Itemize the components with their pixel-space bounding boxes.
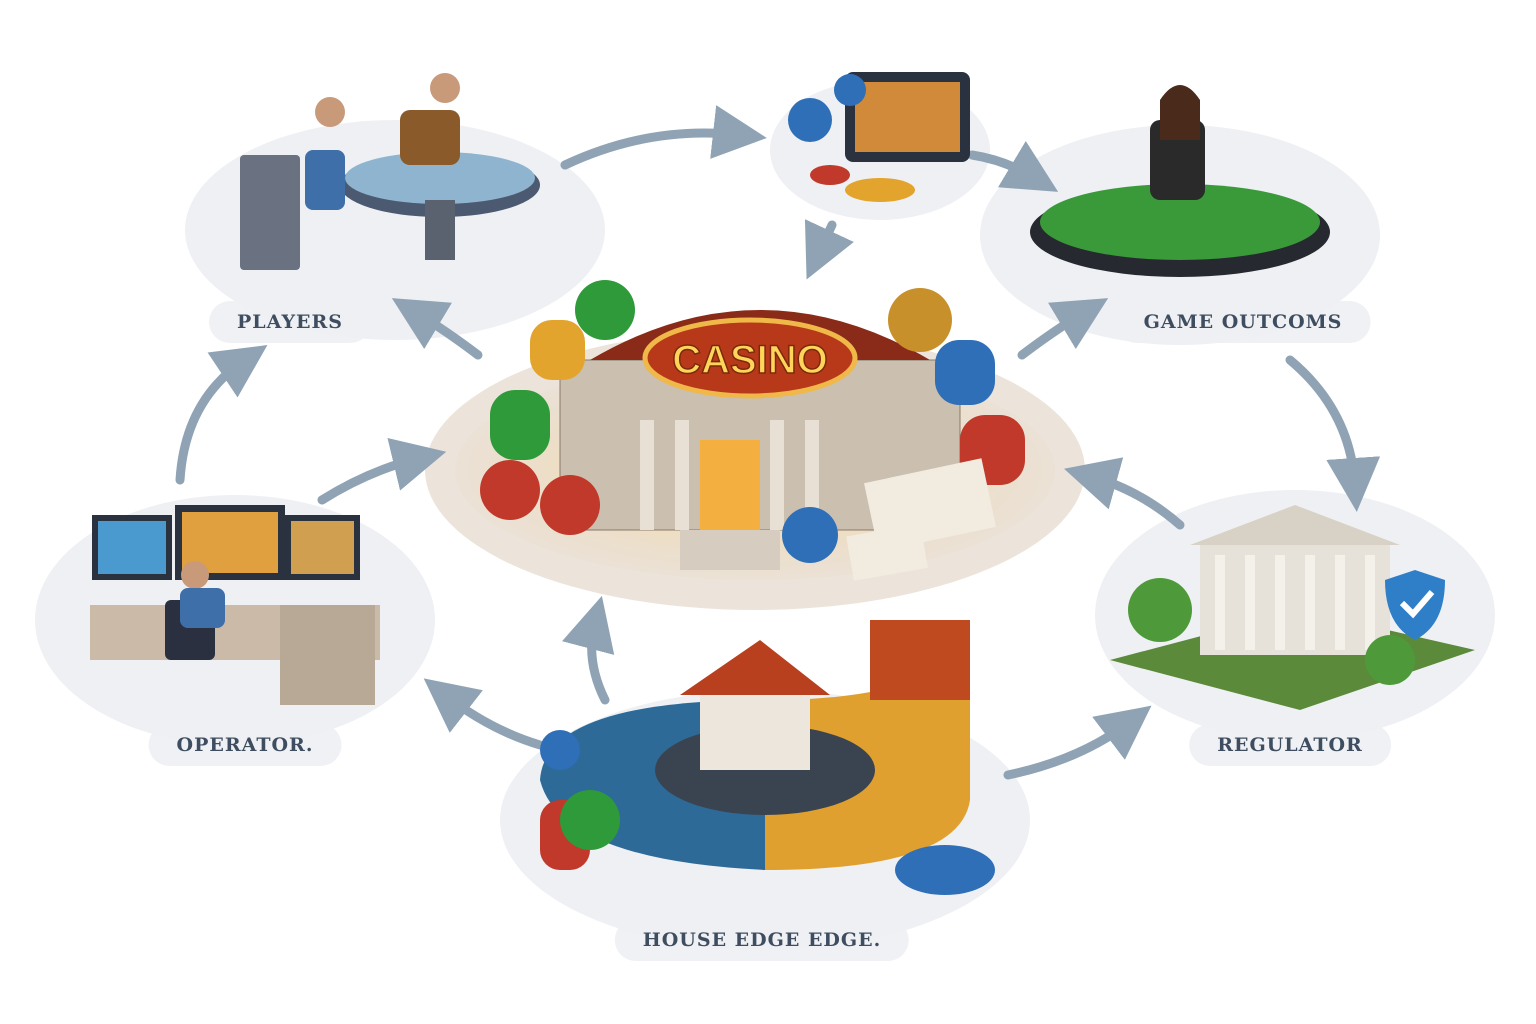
- arrow-operator-to-casino: [317, 438, 447, 505]
- regulator-illustration: [1110, 505, 1475, 710]
- arrow-players-to-tablet: [560, 105, 767, 170]
- arrow-casino-to-players: [391, 298, 483, 360]
- house-edge-illustration: [540, 620, 995, 895]
- players-illustration: [240, 73, 540, 270]
- arrow-tablet-to-outcomes: [967, 140, 1059, 192]
- game-outcomes-label: GAME OUTCOMS: [1115, 301, 1371, 343]
- arrow-house-to-regulator: [1003, 705, 1152, 780]
- arrow-tablet-to-casino: [804, 219, 854, 280]
- shield-check-icon: [1385, 570, 1445, 640]
- regulator-label: REGULATOR: [1189, 724, 1391, 766]
- operator-illustration: [90, 505, 380, 705]
- flow-arrows: [175, 105, 1381, 780]
- arrow-house-to-casino: [562, 595, 615, 705]
- casino-illustration: CASINO: [455, 280, 1055, 581]
- house-edge-label: HOUSE EDGE EDGE.: [614, 919, 910, 961]
- chip-stacks: [480, 280, 1025, 581]
- tablet-illustration: [788, 72, 970, 202]
- casino-sign-text: CASINO: [672, 338, 828, 382]
- arrow-operator-to-players: [175, 345, 268, 485]
- arrow-outcomes-to-regulator: [1285, 355, 1381, 512]
- arrow-regulator-to-casino: [1064, 457, 1185, 530]
- arrow-casino-to-outcomes: [1017, 298, 1109, 360]
- arrow-house-to-operator: [423, 678, 545, 750]
- players-label: PLAYERS: [209, 301, 371, 343]
- game-outcomes-illustration: [1030, 85, 1330, 277]
- casino-sign-plate: [642, 317, 858, 399]
- operator-label: OPERATOR.: [148, 724, 342, 766]
